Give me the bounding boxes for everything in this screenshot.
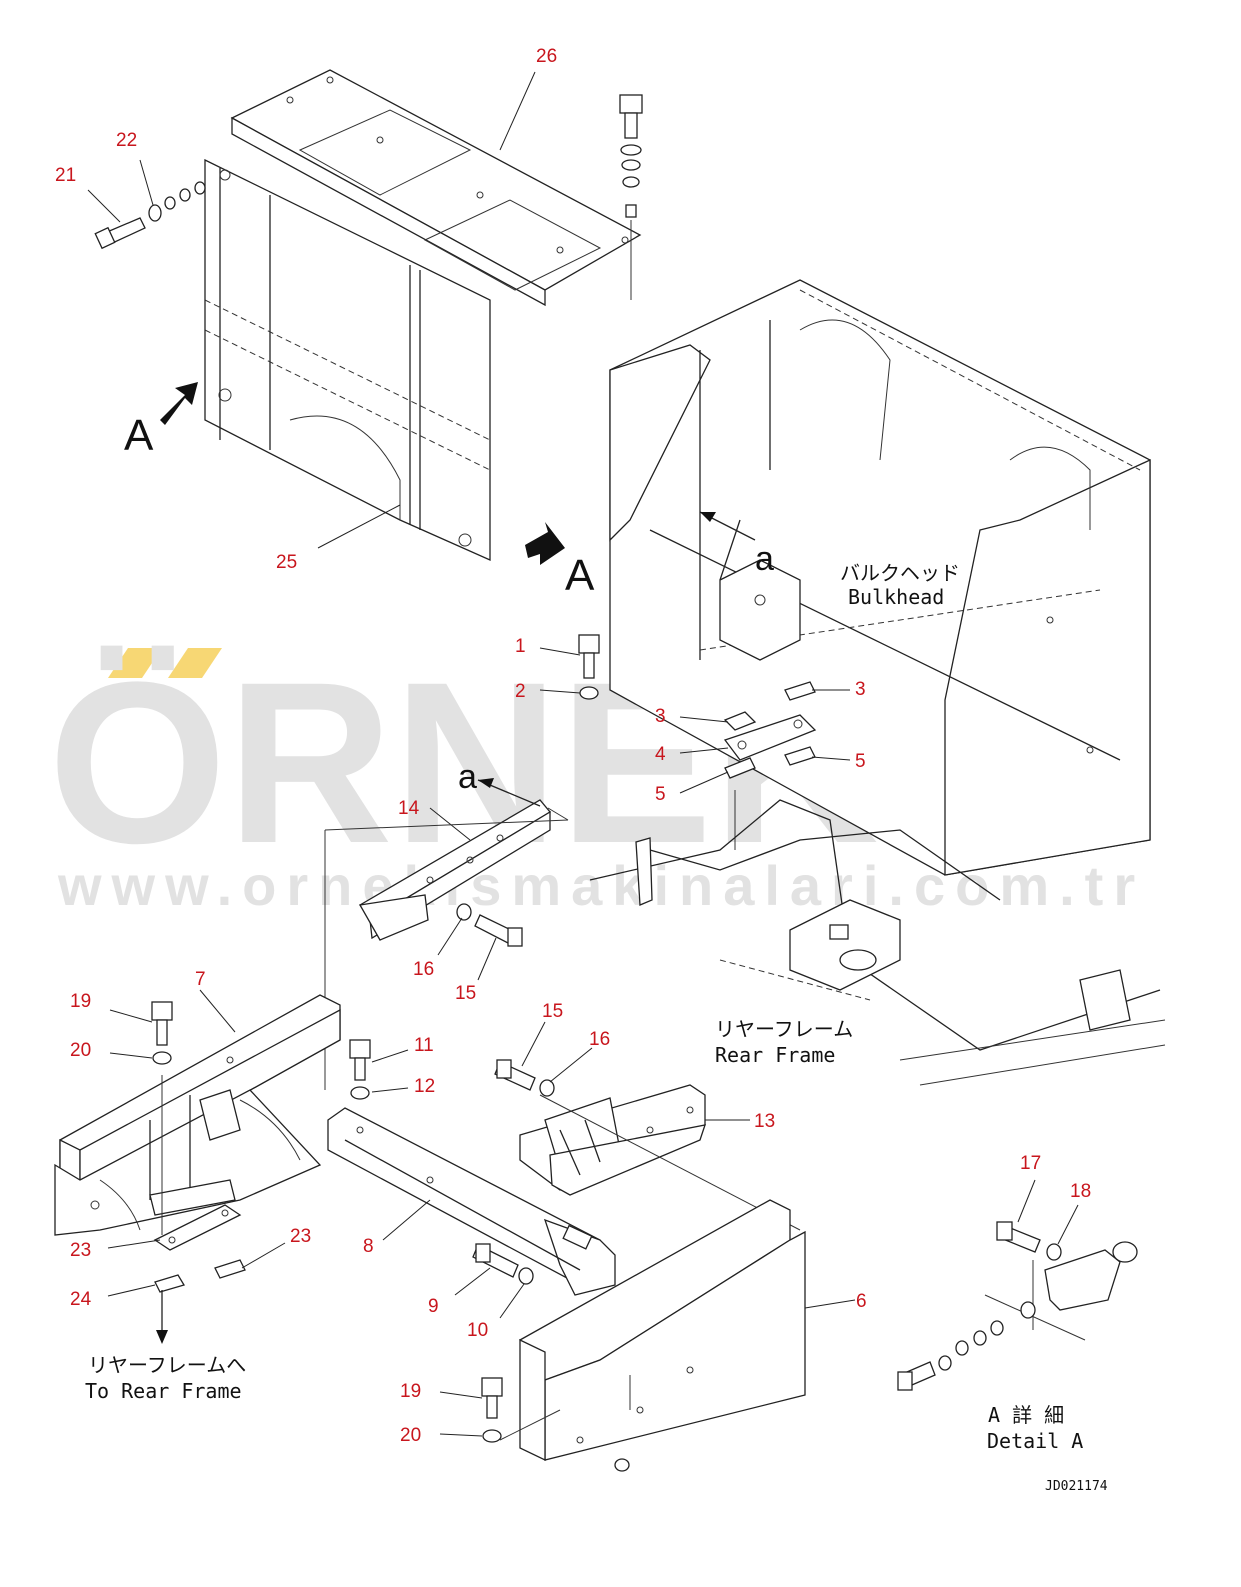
callout-8: 8 bbox=[363, 1236, 374, 1257]
callout-9: 9 bbox=[428, 1296, 439, 1317]
part-7-beam bbox=[54, 989, 341, 1236]
callout-19-lower: 19 bbox=[400, 1381, 421, 1402]
callout-3-left: 3 bbox=[655, 706, 666, 727]
part-25-side-panel bbox=[204, 158, 491, 562]
bolt-21-washers bbox=[87, 159, 206, 250]
rear-frame: リヤーフレーム Rear Frame bbox=[589, 799, 1166, 1086]
view-label-a-right: A bbox=[565, 551, 595, 600]
detail-a: A 詳 細 Detail A bbox=[897, 1179, 1138, 1453]
callout-20-lower: 20 bbox=[400, 1425, 421, 1446]
callout-15-upper: 15 bbox=[455, 983, 476, 1004]
rear-frame-en-label: Rear Frame bbox=[715, 1043, 835, 1067]
callout-10: 10 bbox=[467, 1320, 488, 1341]
callout-numbers: 1 2 3 3 4 5 5 6 7 8 9 10 11 12 13 14 15 … bbox=[55, 46, 1091, 1446]
callout-11: 11 bbox=[414, 1035, 434, 1056]
bolt-19-20-lower bbox=[439, 1377, 561, 1443]
callout-20-upper: 20 bbox=[70, 1040, 91, 1061]
bolt-11-12 bbox=[349, 1039, 409, 1100]
bolt-15-16-lower bbox=[494, 1021, 593, 1097]
top-bolt-stack bbox=[619, 94, 643, 300]
plates-23-24: リヤーフレームへ To Rear Frame bbox=[85, 1204, 286, 1403]
callout-12: 12 bbox=[414, 1076, 435, 1097]
watermark-accent-right bbox=[168, 648, 222, 678]
callout-14: 14 bbox=[398, 798, 420, 819]
callout-4: 4 bbox=[655, 744, 666, 765]
to-rear-frame-jp-label: リヤーフレームへ bbox=[88, 1353, 246, 1377]
part-6-cover bbox=[519, 1199, 856, 1472]
part-8-beam bbox=[327, 1107, 616, 1296]
callout-16-lower: 16 bbox=[589, 1029, 610, 1050]
callout-16-upper: 16 bbox=[413, 959, 434, 980]
part-13-bracket bbox=[519, 1084, 801, 1231]
detail-a-jp-label: A 詳 細 bbox=[988, 1403, 1064, 1427]
bulkhead-jp-label: バルクヘッド bbox=[840, 561, 960, 585]
bulkhead-en-label: Bulkhead bbox=[848, 585, 944, 609]
callout-18: 18 bbox=[1070, 1181, 1091, 1202]
bolt-9-10 bbox=[454, 1243, 534, 1319]
bolt-15-16-upper bbox=[437, 903, 523, 981]
callout-3-right: 3 bbox=[855, 679, 866, 700]
to-rear-frame-en-label: To Rear Frame bbox=[85, 1379, 242, 1403]
callout-23-right: 23 bbox=[290, 1226, 311, 1247]
callout-19-upper: 19 bbox=[70, 991, 91, 1012]
callout-25: 25 bbox=[276, 552, 297, 573]
callout-6: 6 bbox=[856, 1291, 867, 1312]
callout-15-lower: 15 bbox=[542, 1001, 563, 1022]
detail-a-en-label: Detail A bbox=[987, 1429, 1083, 1453]
callout-26: 26 bbox=[536, 46, 557, 67]
callout-7: 7 bbox=[195, 969, 206, 990]
callout-2: 2 bbox=[515, 681, 526, 702]
view-arrow-right: A bbox=[525, 522, 595, 600]
arrow-a-top: a bbox=[458, 758, 541, 807]
arrow-a-mid: a bbox=[699, 511, 774, 578]
drawing-id: JD021174 bbox=[1045, 1479, 1108, 1494]
callout-1: 1 bbox=[515, 636, 526, 657]
callout-24: 24 bbox=[70, 1289, 92, 1310]
part-26-top-cover bbox=[230, 69, 642, 307]
bolt-19-20-upper bbox=[109, 1001, 173, 1065]
rear-frame-jp-label: リヤーフレーム bbox=[715, 1017, 853, 1041]
callout-5-right: 5 bbox=[855, 751, 866, 772]
view-label-a-left: A bbox=[124, 411, 154, 460]
callout-17: 17 bbox=[1020, 1153, 1041, 1174]
callout-22: 22 bbox=[116, 130, 137, 151]
mount-hardware-1-5 bbox=[539, 634, 851, 850]
watermark-accent-left bbox=[108, 648, 162, 678]
callout-23-left: 23 bbox=[70, 1240, 91, 1261]
view-arrow-left: A bbox=[124, 382, 198, 460]
arrow-a-top-label: a bbox=[458, 758, 477, 796]
part-14-bracket bbox=[324, 799, 569, 1090]
callout-21: 21 bbox=[55, 165, 76, 186]
callout-13: 13 bbox=[754, 1111, 775, 1132]
callout-5-left: 5 bbox=[655, 784, 666, 805]
arrow-a-mid-label: a bbox=[755, 540, 774, 578]
